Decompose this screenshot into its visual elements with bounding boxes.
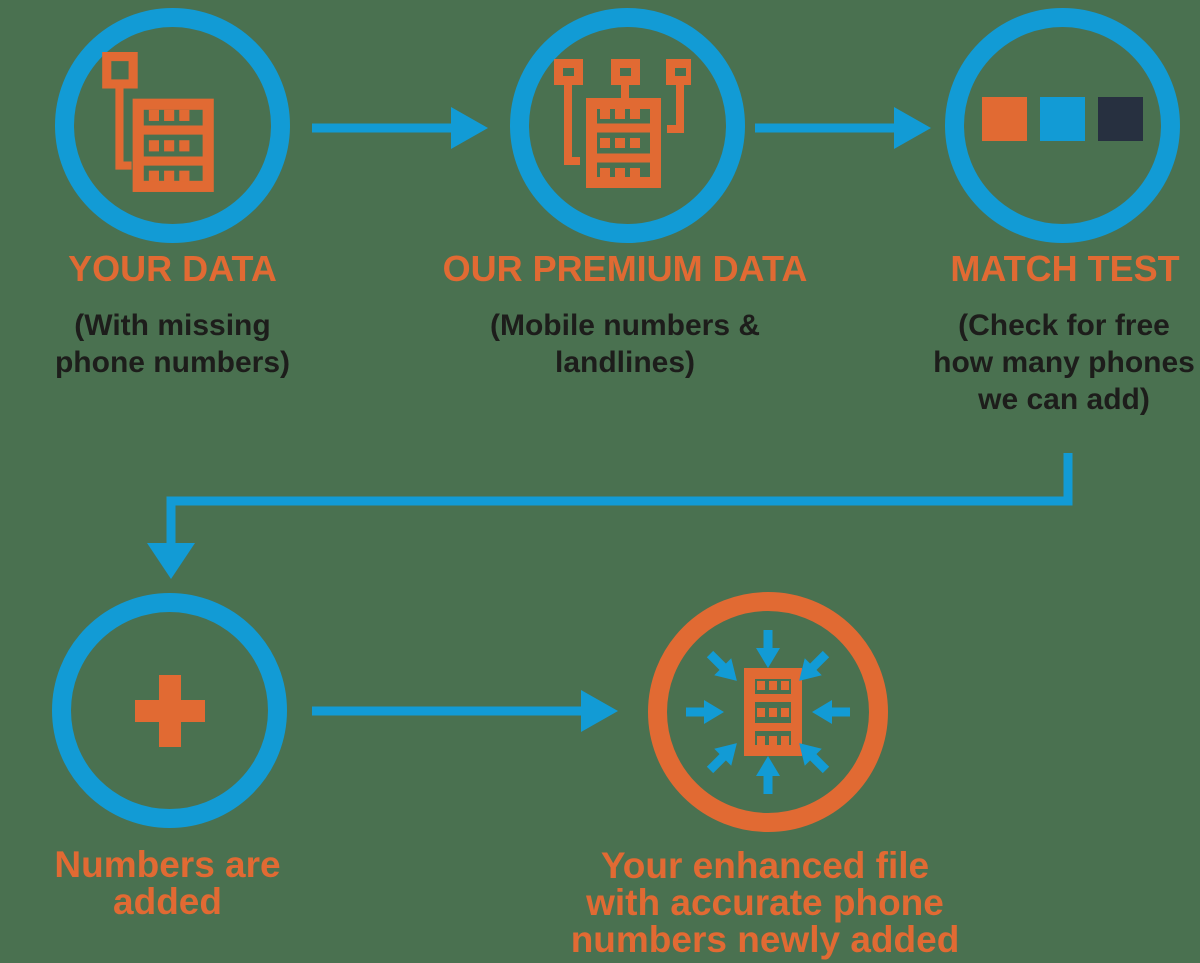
orange-square — [982, 96, 1027, 141]
caption-line: (Check for free — [958, 309, 1170, 342]
step5-circle — [648, 592, 888, 832]
plus-icon — [134, 674, 205, 747]
inward-arrows — [686, 630, 850, 794]
label-line: with accurate phone — [586, 882, 944, 923]
right-arrow-icon — [755, 107, 931, 149]
blue-square — [1040, 96, 1085, 141]
elbow-down-arrow-icon — [147, 453, 1073, 579]
caption-line: (With missing — [74, 309, 271, 342]
step1-caption: (With missing phone numbers) — [20, 307, 325, 381]
step1-title: YOUR DATA — [68, 248, 277, 289]
navy-square — [1098, 96, 1143, 141]
label-line: numbers newly added — [570, 919, 960, 960]
right-arrow-icon — [312, 107, 488, 149]
step1-circle — [55, 8, 290, 243]
step2-title: OUR PREMIUM DATA — [442, 248, 808, 289]
right-arrow-icon — [312, 690, 618, 732]
step3-title: MATCH TEST — [950, 248, 1180, 289]
step4-circle — [52, 593, 287, 828]
step5-label: Your enhanced file with accurate phone n… — [548, 847, 982, 958]
step4-label: Numbers are added — [54, 844, 281, 922]
step2-caption: (Mobile numbers & landlines) — [430, 307, 820, 381]
caption-line: how many phones — [933, 346, 1195, 379]
step3-caption: (Check for free how many phones we can a… — [918, 307, 1200, 418]
server-with-three-connectors-icon — [553, 58, 691, 188]
caption-line: phone numbers) — [54, 346, 290, 379]
step2-circle — [510, 8, 745, 243]
label-line: Your enhanced file — [600, 845, 930, 886]
step3-circle — [945, 8, 1180, 243]
caption-line: we can add) — [978, 383, 1150, 416]
caption-line: landlines) — [554, 346, 696, 379]
server-with-phone-connector-icon — [101, 51, 214, 192]
three-color-squares-icon — [982, 96, 1143, 141]
caption-line: (Mobile numbers & — [489, 309, 760, 342]
server-with-inward-arrows-icon — [686, 630, 850, 794]
